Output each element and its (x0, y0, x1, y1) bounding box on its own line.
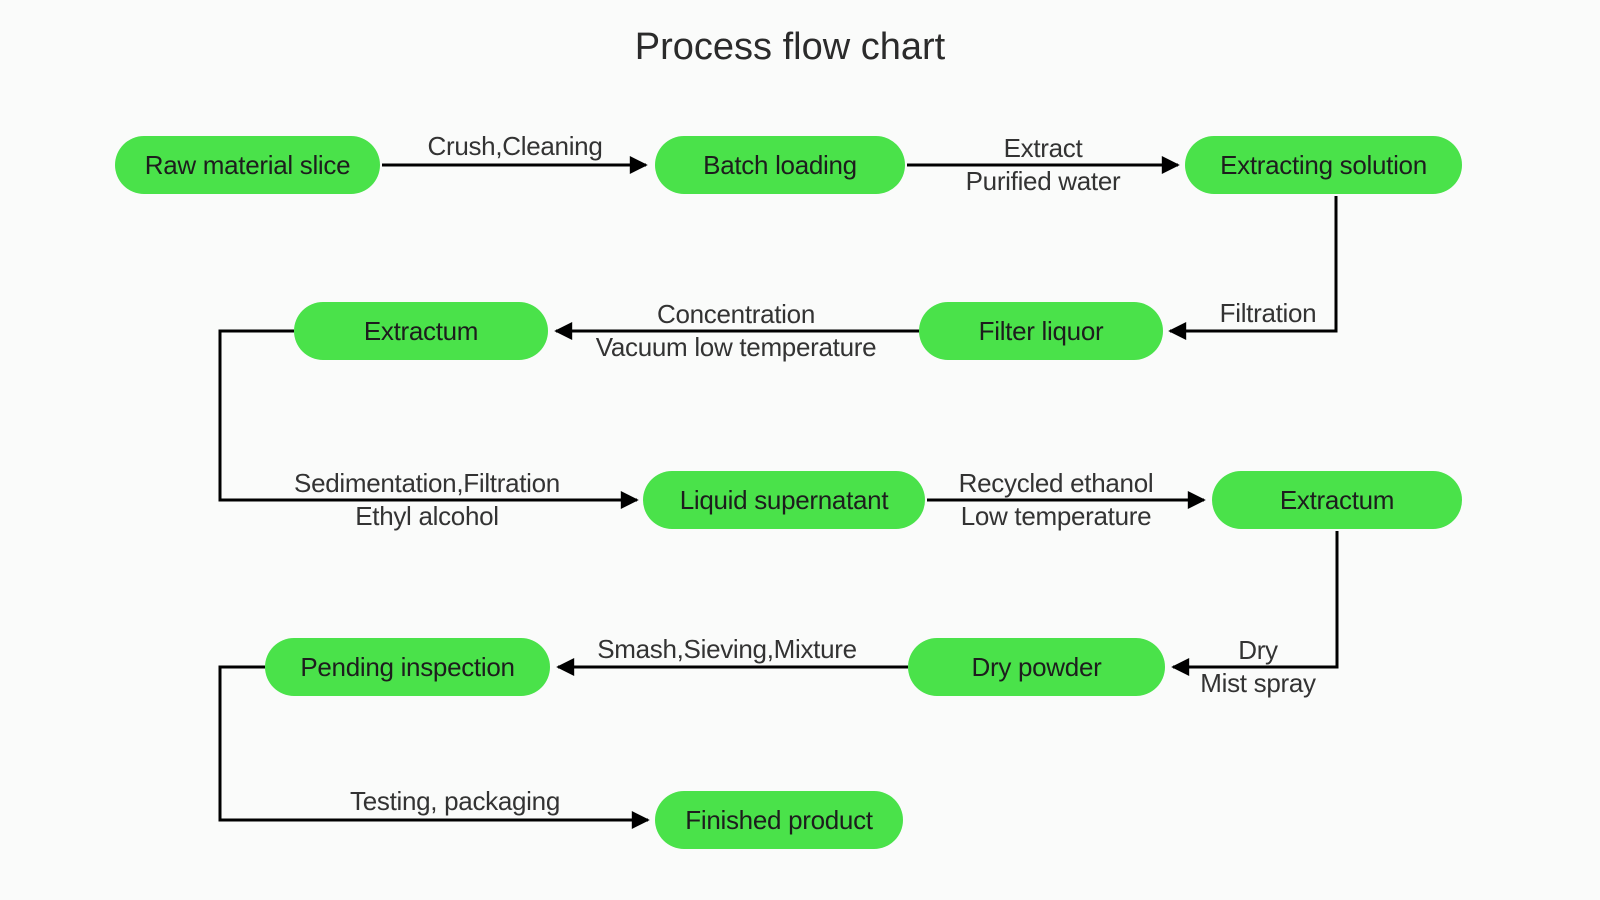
node-label: Extractum (1279, 484, 1395, 515)
node-label: Finished product (685, 804, 873, 835)
node-label: Dry powder (971, 651, 1102, 682)
edge-extracting-solution-to-filter-liquor (1168, 196, 1338, 340)
edge-extractum-1-to-liquid-supernatant (218, 329, 639, 509)
node-extractum-2: Extractum (1212, 471, 1462, 529)
edge-label-dry-mist-spray: Dry Mist spray (1200, 635, 1316, 698)
node-label: Pending inspection (300, 651, 515, 682)
node-raw-material-slice: Raw material slice (115, 136, 380, 194)
edge-pending-inspection-to-finished-product (218, 665, 650, 829)
edge-extractum-2-to-dry-powder (1171, 531, 1339, 676)
node-batch-loading: Batch loading (655, 136, 905, 194)
node-dry-powder: Dry powder (908, 638, 1165, 696)
edge-label-extract-purified-water: Extract Purified water (965, 133, 1121, 196)
edge-label-testing-packaging: Testing, packaging (350, 786, 560, 816)
edge-label-sedimentation-ethyl-alcohol: Sedimentation,Filtration Ethyl alcohol (294, 468, 560, 531)
node-extractum-1: Extractum (294, 302, 548, 360)
node-label: Liquid supernatant (679, 484, 889, 515)
node-label: Extracting solution (1220, 149, 1427, 180)
node-label: Filter liquor (978, 315, 1104, 346)
node-label: Raw material slice (144, 149, 351, 180)
node-label: Batch loading (703, 149, 857, 180)
node-extracting-solution: Extracting solution (1185, 136, 1462, 194)
node-label: Extractum (363, 315, 479, 346)
edge-label-crush-cleaning: Crush,Cleaning (427, 131, 603, 161)
node-liquid-supernatant: Liquid supernatant (643, 471, 925, 529)
node-pending-inspection: Pending inspection (265, 638, 550, 696)
page-title: Process flow chart (634, 26, 946, 68)
edge-label-smash-sieving-mixture: Smash,Sieving,Mixture (597, 634, 857, 664)
edge-label-recycled-ethanol-low-temperature: Recycled ethanol Low temperature (958, 468, 1154, 531)
node-filter-liquor: Filter liquor (919, 302, 1163, 360)
edge-label-filtration: Filtration (1219, 298, 1317, 328)
node-finished-product: Finished product (655, 791, 903, 849)
edge-label-concentration-vacuum: Concentration Vacuum low temperature (595, 299, 877, 362)
